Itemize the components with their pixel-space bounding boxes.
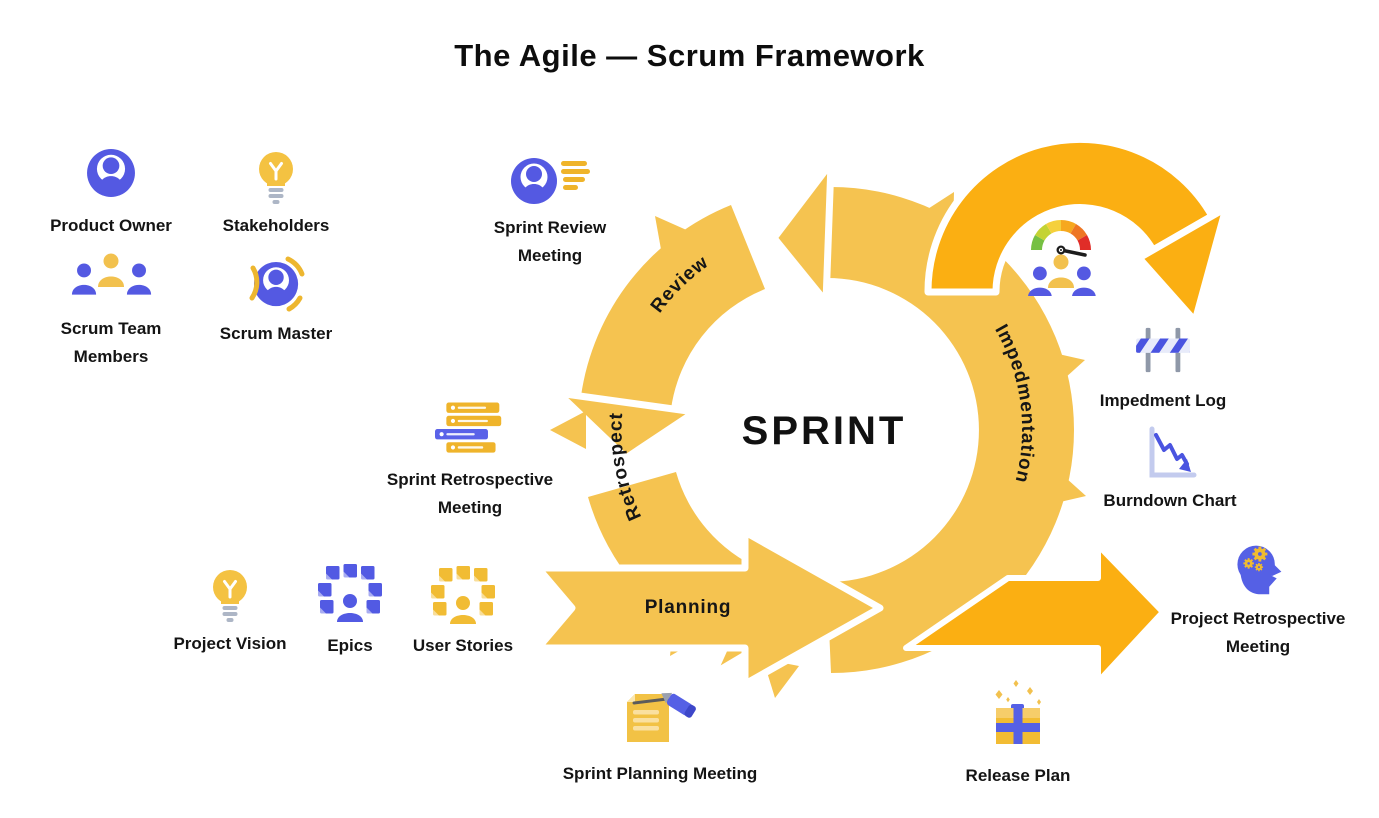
downtrend-chart-icon	[1149, 426, 1197, 478]
team-trio-icon	[71, 253, 152, 295]
item-project-retrospective-meeting: Project Retrospective Meeting	[1163, 540, 1353, 661]
sprint-center-label: SPRINT	[742, 409, 907, 453]
person-speaking-icon	[511, 158, 590, 204]
item-burndown-chart: Burndown Chart	[1085, 426, 1255, 515]
item-sprint-planning-meeting: Sprint Planning Meeting	[555, 686, 765, 788]
item-user-stories: User Stories	[383, 566, 543, 660]
cycle-arrowhead-left	[554, 389, 699, 462]
item-label: Meeting	[1225, 637, 1291, 656]
item-label: Epics	[327, 636, 373, 655]
item-label: Sprint Planning Meeting	[562, 764, 758, 783]
item-product-owner: Product Owner	[31, 148, 191, 240]
item-label: Stakeholders	[222, 216, 330, 235]
list-bars-icon	[435, 402, 502, 453]
item-label: Burndown Chart	[1103, 491, 1237, 510]
item-sprint-retrospective-meeting: Sprint Retrospective Meeting	[375, 402, 565, 522]
planning-arrow: Planning	[534, 528, 884, 688]
item-impedment-log: Impedment Log	[1078, 326, 1248, 415]
item-label: Meeting	[517, 246, 583, 265]
item-label: User Stories	[412, 636, 514, 655]
item-daily-scrum	[1014, 198, 1110, 296]
item-label: Members	[73, 347, 149, 366]
person-circle-icon	[87, 149, 135, 197]
item-epics: Epics	[270, 564, 430, 660]
barrier-icon	[1136, 327, 1190, 373]
item-label: Release Plan	[965, 766, 1071, 785]
item-sprint-review-meeting: Sprint Review Meeting	[465, 156, 635, 270]
document-pen-icon	[627, 692, 696, 742]
item-label: Meeting	[437, 498, 503, 517]
velocity-gauge-team-icon	[1027, 219, 1096, 296]
item-label: Impedment Log	[1099, 391, 1227, 410]
gift-box-icon	[995, 680, 1041, 744]
planning-label: Planning	[645, 597, 732, 618]
sticky-notes-yellow-icon	[431, 566, 495, 624]
sticky-notes-blue-icon	[318, 564, 382, 622]
item-stakeholders: Stakeholders	[196, 148, 356, 240]
item-label: Scrum Master	[219, 324, 333, 343]
lightbulb-icon	[257, 150, 295, 206]
item-label: Sprint Retrospective	[386, 470, 554, 489]
item-scrum-master: Scrum Master	[191, 250, 361, 348]
item-label: Scrum Team	[60, 319, 162, 338]
lightbulb-icon	[211, 568, 249, 624]
item-label: Project Vision	[173, 634, 287, 653]
page-title: The Agile — Scrum Framework	[454, 38, 925, 73]
cycle-arrowhead-top	[770, 159, 835, 306]
person-orbit-icon	[249, 256, 305, 312]
daily-scrum-arch-arrow	[924, 135, 1230, 325]
item-release-plan: Release Plan	[918, 680, 1118, 790]
item-label: Project Retrospective	[1170, 609, 1346, 628]
head-gears-icon	[1237, 545, 1282, 595]
item-label: Sprint Review	[493, 218, 607, 237]
item-label: Product Owner	[50, 216, 172, 235]
item-project-vision: Project Vision	[150, 566, 310, 658]
release-exit-arrow	[903, 542, 1166, 685]
item-scrum-team-members: Scrum Team Members	[26, 253, 196, 371]
